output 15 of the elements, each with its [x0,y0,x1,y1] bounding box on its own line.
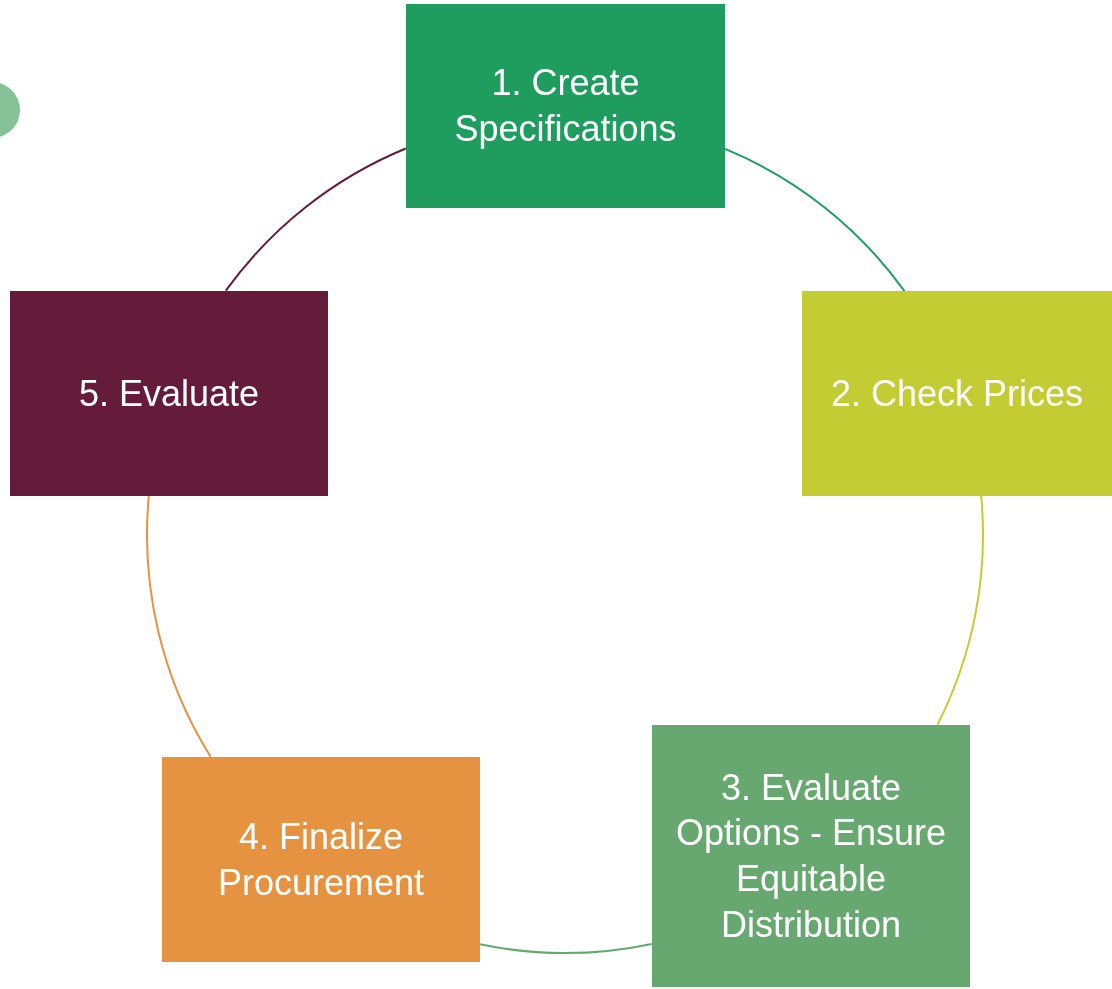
step-box [10,291,328,496]
step-box [652,725,970,987]
step-box [802,291,1112,496]
connector-arc [224,147,407,292]
step-label: 3. Evaluate Options - Ensure Equitable Distribution [674,765,948,947]
step-label: 5. Evaluate [78,371,260,416]
connector-arc [479,942,653,954]
connector-arc [936,495,984,726]
step-box [406,4,725,208]
step-label: 2. Check Prices [830,371,1084,416]
connector-arc [724,147,906,292]
step-label: 1. Create Specifications [453,61,678,151]
step-label: 4. Finalize Procurement [216,814,426,905]
step-box [162,757,480,962]
connector-arc [146,495,212,758]
